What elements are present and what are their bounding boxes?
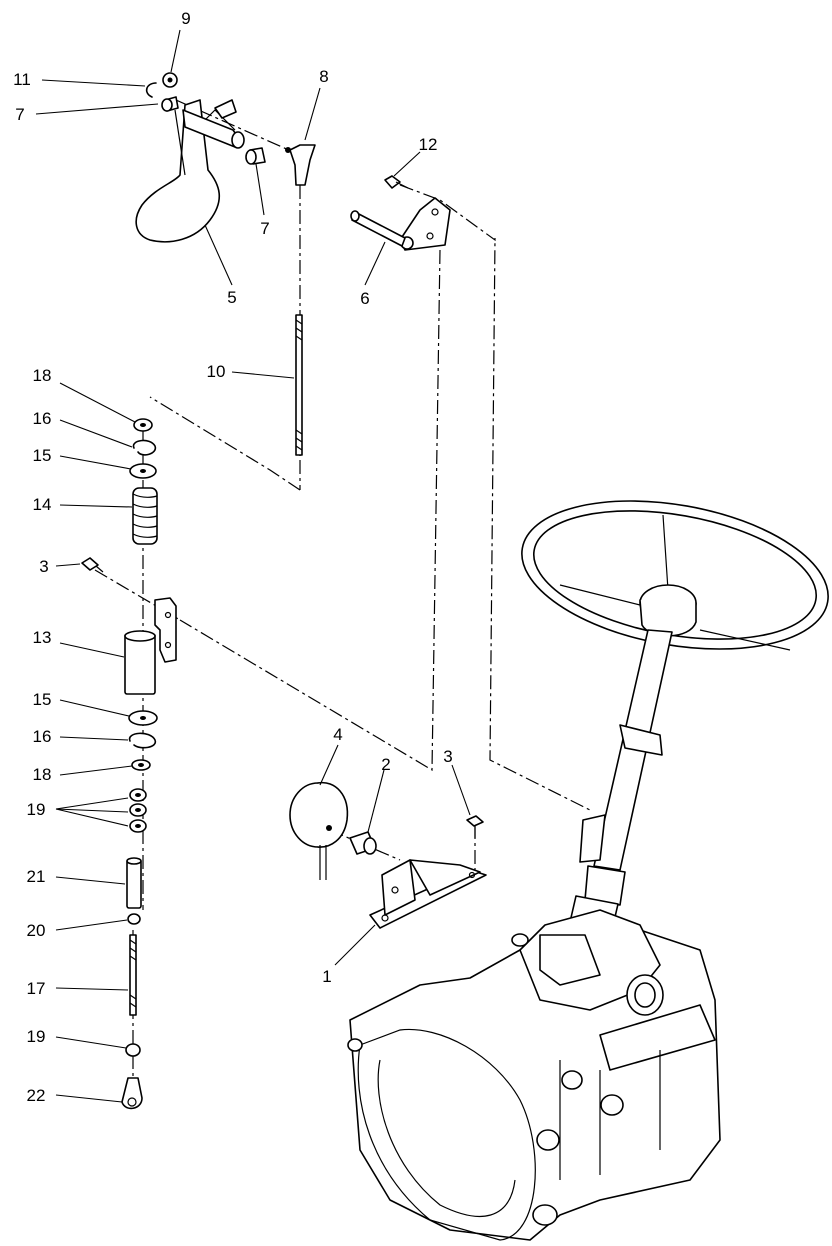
part-4-damper: [289, 781, 349, 880]
part-1-bracket: [369, 859, 487, 929]
callout-16: 16: [33, 727, 52, 746]
part-19-nuts-group: [129, 788, 147, 833]
callout-9: 9: [181, 9, 190, 28]
part-10-threaded-rod: [295, 314, 303, 456]
part-13-sleeve-bracket: [124, 597, 177, 695]
callout-18: 18: [33, 366, 52, 385]
part-7-bushing-a: [161, 96, 179, 112]
callout-8: 8: [319, 67, 328, 86]
part-14-spring: [132, 487, 158, 545]
part-11-clip: [145, 82, 157, 98]
part-3-bolt-left: [81, 557, 104, 573]
part-2-bushing: [349, 831, 377, 855]
assembly-lines: [94, 99, 591, 1080]
callout-15: 15: [33, 690, 52, 709]
callout-5: 5: [227, 288, 236, 307]
part-8-yoke: [285, 144, 316, 186]
callout-11: 11: [13, 70, 31, 89]
callout-7: 7: [15, 105, 24, 124]
callout-leaders: [35, 29, 471, 1103]
callout-2: 2: [381, 755, 390, 774]
callout-15: 15: [33, 446, 52, 465]
callout-22: 22: [27, 1086, 46, 1105]
steering-wheel: [521, 500, 829, 651]
part-12-bolt: [384, 175, 409, 189]
callout-21: 21: [27, 867, 46, 886]
part-pedal-shaft: [182, 99, 245, 149]
callout-18: 18: [33, 765, 52, 784]
callout-6: 6: [360, 289, 369, 308]
part-18-washer-bottom: [131, 759, 151, 771]
steering-column: [569, 629, 673, 931]
callout-13: 13: [33, 628, 52, 647]
callout-10: 10: [207, 362, 226, 381]
callout-17: 17: [27, 979, 46, 998]
callout-14: 14: [33, 495, 52, 514]
part-7-bushing-b: [245, 147, 266, 165]
callout-3: 3: [443, 747, 452, 766]
callout-12: 12: [419, 135, 438, 154]
callout-19: 19: [27, 800, 46, 819]
callout-1: 1: [322, 967, 331, 986]
part-15-washer-bottom: [128, 710, 158, 726]
transmission-housing: [347, 909, 721, 1241]
part-17-threaded-rod: [129, 934, 137, 1016]
part-5-pedal: [135, 99, 236, 243]
part-9-nut: [162, 72, 178, 88]
callout-7: 7: [260, 219, 269, 238]
callout-20: 20: [27, 921, 46, 940]
callout-4: 4: [333, 725, 342, 744]
callout-16: 16: [33, 409, 52, 428]
part-16-clip-top: [132, 439, 157, 456]
part-18-washer-top: [133, 418, 153, 432]
callout-3: 3: [39, 557, 48, 576]
part-20-nut: [127, 913, 141, 925]
part-16-clip-bottom: [128, 732, 157, 749]
callout-labels: 9 11 7 8 7 12 5 6 10 18 16 15 14 3 13 15…: [13, 9, 453, 1105]
part-6-bracket: [350, 197, 451, 251]
part-3-bolt-right: [466, 815, 484, 838]
part-15-washer-top: [129, 463, 157, 479]
part-19-nut-bottom: [125, 1043, 141, 1057]
part-21-coupler: [126, 857, 142, 909]
part-22-rod-end: [121, 1077, 143, 1110]
callout-19: 19: [27, 1027, 46, 1046]
